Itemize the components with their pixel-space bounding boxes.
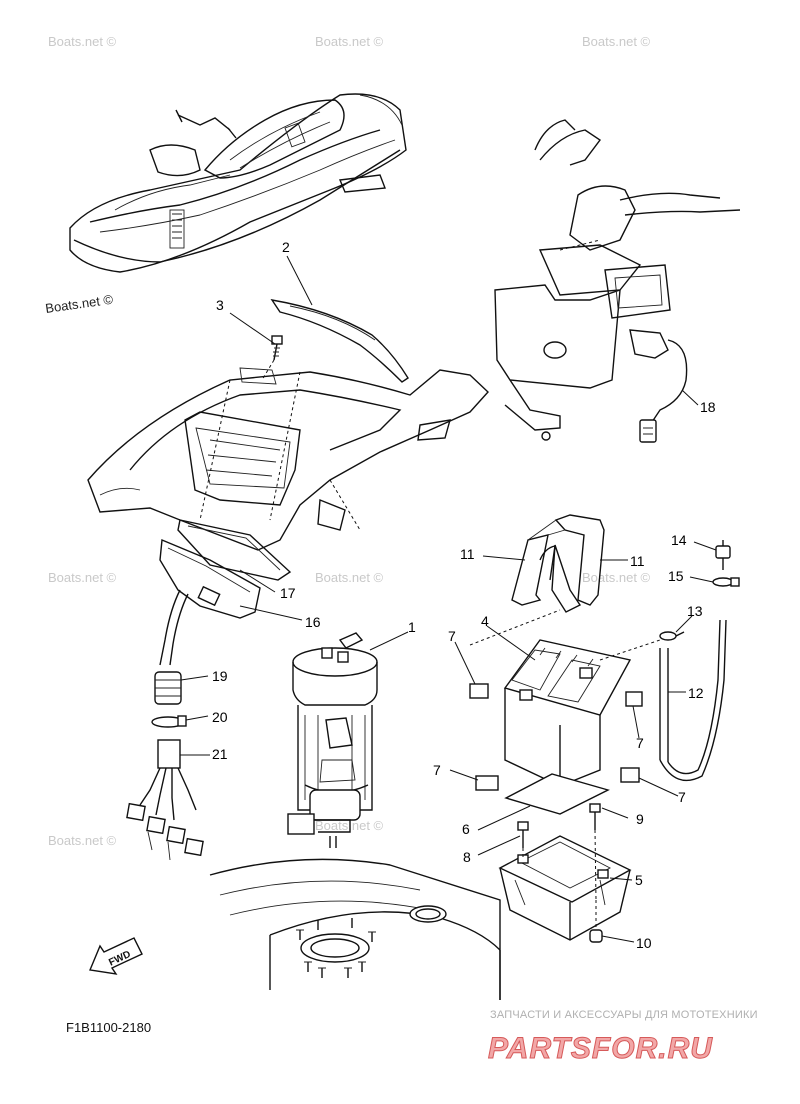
forward-arrow: FWD xyxy=(89,937,143,975)
callout-2: 2 xyxy=(282,239,290,255)
part-20-clamp xyxy=(151,715,187,728)
callout-19: 19 xyxy=(212,668,228,684)
watermark-main: Boats.net © xyxy=(44,292,114,316)
part-13-clip xyxy=(659,631,685,641)
part-7-pads xyxy=(469,683,643,791)
part-19-hose-fitting xyxy=(154,671,182,705)
watermark-4: Boats.net © xyxy=(48,570,117,585)
part-14-fitting xyxy=(715,540,731,570)
diagram-code: F1B1100-2180 xyxy=(66,1020,151,1035)
part-18-assembly xyxy=(494,119,741,443)
callout-1: 1 xyxy=(408,619,416,635)
watercraft-overview xyxy=(69,93,407,273)
callout-7-b: 7 xyxy=(636,735,644,751)
callout-11-a: 11 xyxy=(460,546,475,562)
part-10-nut xyxy=(589,900,603,943)
part-4-battery xyxy=(503,639,632,787)
watermark-3: Boats.net © xyxy=(582,34,651,49)
callout-14: 14 xyxy=(671,532,687,548)
watermark-7: Boats.net © xyxy=(48,833,117,848)
callout-15: 15 xyxy=(668,568,684,584)
callout-13: 13 xyxy=(687,603,703,619)
footer-branding: ЗАПЧАСТИ И АКСЕССУАРЫ ДЛЯ МОТОТЕХНИКИ PA… xyxy=(488,1009,758,1066)
callout-6: 6 xyxy=(462,821,470,837)
part-8-bolt xyxy=(517,821,529,860)
part-12-hose xyxy=(659,619,727,782)
guide-line-band xyxy=(469,609,561,646)
part-9-bolt xyxy=(589,803,601,901)
watermark-5: Boats.net © xyxy=(315,570,384,585)
hull-floor xyxy=(209,858,501,1000)
callout-7-c: 7 xyxy=(433,762,441,778)
callout-3: 3 xyxy=(216,297,224,313)
callout-18: 18 xyxy=(700,399,716,415)
callout-11-b: 11 xyxy=(630,553,645,569)
part-3-screw xyxy=(261,335,283,381)
callout-16: 16 xyxy=(305,614,321,630)
callout-20: 20 xyxy=(212,709,228,725)
part-5-battery-box xyxy=(498,835,632,941)
callout-4: 4 xyxy=(481,613,489,629)
part-1-fuel-pump xyxy=(287,632,378,848)
callout-7-a: 7 xyxy=(448,628,456,644)
part-11-bands xyxy=(511,514,605,613)
callout-5: 5 xyxy=(635,872,643,888)
footer-tagline: ЗАПЧАСТИ И АКСЕССУАРЫ ДЛЯ МОТОТЕХНИКИ xyxy=(490,1009,758,1021)
part-15-clamp xyxy=(712,577,740,587)
watermark-1: Boats.net © xyxy=(48,34,117,49)
guide-line-hose xyxy=(599,639,661,661)
part-6-plate xyxy=(504,773,610,815)
callouts: 2 3 1 4 5 6 7 7 7 7 8 9 10 11 11 12 13 1… xyxy=(212,239,716,951)
watermark-2: Boats.net © xyxy=(315,34,384,49)
callout-7-d: 7 xyxy=(678,789,686,805)
part-21-harness xyxy=(126,739,204,861)
part-16-17-cover xyxy=(159,519,292,666)
callout-10: 10 xyxy=(636,935,652,951)
footer-brand-logo: PARTSFOR.RU xyxy=(488,1032,713,1065)
callout-12: 12 xyxy=(688,685,704,701)
hull-deck xyxy=(87,367,489,551)
callout-21: 21 xyxy=(212,746,228,762)
callout-17: 17 xyxy=(280,585,296,601)
callout-9: 9 xyxy=(636,811,644,827)
part-2-seal xyxy=(270,299,409,383)
watermark-8: Boats.net © xyxy=(315,818,384,833)
watermark-6: Boats.net © xyxy=(582,570,651,585)
callout-8: 8 xyxy=(463,849,471,865)
leader-lines xyxy=(180,255,717,943)
